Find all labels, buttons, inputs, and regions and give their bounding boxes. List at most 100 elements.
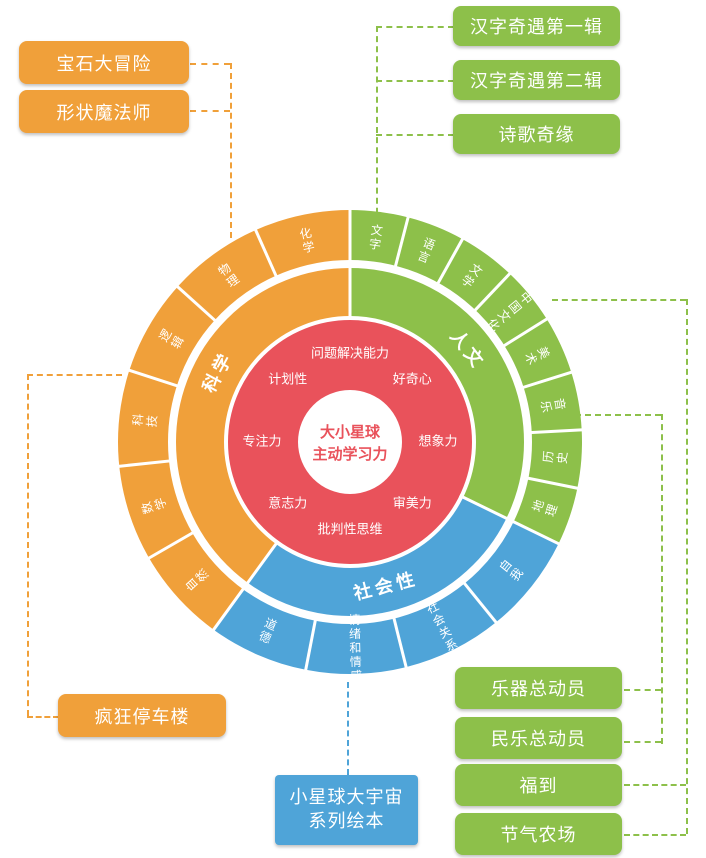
ability-label: 想象力	[418, 434, 457, 450]
svg-text:情: 情	[348, 613, 360, 627]
svg-text:乐: 乐	[538, 399, 554, 413]
subject-divider	[303, 618, 318, 672]
subject-divider	[253, 227, 279, 279]
subject-divider	[146, 530, 195, 561]
svg-text:德: 德	[257, 628, 274, 647]
ability-label: 意志力	[268, 496, 307, 512]
svg-text:字: 字	[368, 236, 382, 252]
center-hole	[298, 390, 402, 494]
subject-label: 道德	[257, 616, 279, 646]
connector-line	[230, 63, 232, 238]
svg-text:和: 和	[349, 641, 361, 655]
subject-label: 地理	[530, 498, 560, 518]
svg-text:系: 系	[443, 636, 460, 654]
svg-text:理: 理	[543, 503, 560, 519]
subject-divider	[126, 368, 180, 388]
connector-line	[190, 110, 230, 112]
ability-label: 批判性思维	[317, 523, 382, 538]
connector-line	[376, 134, 454, 136]
connector-line	[624, 784, 686, 786]
category-divider	[211, 539, 280, 633]
svg-text:技: 技	[145, 414, 160, 427]
svg-text:科: 科	[131, 413, 146, 426]
svg-text:学: 学	[301, 238, 316, 255]
svg-text:历: 历	[541, 450, 556, 463]
subject-label: 语言	[416, 235, 438, 265]
subject-label: 历史	[541, 450, 570, 464]
ability-label: 好奇心	[393, 371, 432, 387]
category-divider	[458, 494, 561, 546]
svg-text:音: 音	[552, 397, 569, 411]
center-title-line-2: 主动学习力	[312, 445, 387, 463]
subject-label: 化学	[298, 226, 316, 256]
subject-divider	[175, 284, 218, 323]
book-box-science-3[interactable]: 疯狂停车楼	[58, 694, 226, 737]
subject-divider	[501, 316, 550, 348]
connector-line	[376, 80, 454, 82]
svg-text:社: 社	[424, 598, 441, 617]
connector-line	[27, 374, 29, 716]
connector-line	[27, 374, 122, 376]
svg-text:绪: 绪	[349, 627, 361, 641]
series-line-1: 小星球大宇宙	[289, 787, 404, 808]
science-outer-ring	[117, 210, 351, 630]
subject-divider	[393, 215, 411, 269]
svg-text:数: 数	[138, 500, 156, 516]
subject-label: 文字	[368, 222, 384, 252]
book-box-science-2[interactable]: 形状魔法师	[19, 90, 189, 133]
ability-label: 计划性	[268, 372, 307, 387]
book-box-humanities-4[interactable]: 乐器总动员	[455, 667, 622, 709]
connector-line	[686, 299, 688, 834]
svg-text:道: 道	[262, 616, 279, 634]
book-box-humanities-7[interactable]: 节气农场	[455, 813, 622, 855]
book-box-humanities-6[interactable]: 福到	[455, 764, 622, 806]
connector-line	[624, 834, 686, 836]
subject-divider	[472, 271, 513, 313]
connector-line	[347, 682, 349, 775]
svg-text:文: 文	[370, 222, 384, 238]
subject-divider	[521, 370, 574, 390]
svg-text:地: 地	[530, 498, 547, 514]
center-title-line-1: 大小星球	[320, 423, 381, 441]
subject-label: 科技	[131, 413, 160, 428]
svg-text:语: 语	[421, 235, 437, 252]
connector-line	[575, 414, 661, 416]
subject-label: 数学	[138, 496, 169, 516]
svg-text:情: 情	[350, 655, 362, 669]
subject-label: 美术	[522, 344, 552, 367]
connector-line	[376, 26, 454, 28]
svg-text:美: 美	[535, 344, 553, 361]
book-box-science-1[interactable]: 宝石大冒险	[19, 41, 189, 84]
subject-divider	[462, 580, 499, 625]
svg-text:化: 化	[298, 226, 313, 242]
svg-text:术: 术	[522, 350, 540, 367]
connector-line	[624, 689, 661, 691]
subject-divider	[117, 459, 172, 468]
svg-text:学: 学	[151, 496, 169, 512]
ability-label: 审美力	[393, 497, 432, 512]
ability-label: 问题解决能力	[311, 347, 389, 362]
subject-divider	[526, 476, 580, 491]
book-box-humanities-2[interactable]: 汉字奇遇第二辑	[453, 60, 620, 100]
connector-line	[552, 299, 686, 301]
svg-text:感: 感	[350, 668, 362, 683]
subject-label: 音乐	[538, 397, 569, 414]
subject-divider	[529, 428, 584, 435]
subject-divider	[392, 616, 409, 670]
book-box-series[interactable]: 小星球大宇宙 系列绘本	[275, 775, 418, 845]
svg-text:言: 言	[416, 248, 432, 265]
book-box-humanities-3[interactable]: 诗歌奇缘	[453, 114, 620, 154]
connector-line	[624, 741, 661, 743]
connector-line	[27, 716, 59, 718]
science-category-ring	[178, 270, 350, 582]
subject-divider	[435, 236, 465, 286]
connector-line	[376, 26, 378, 234]
book-box-humanities-5[interactable]: 民乐总动员	[455, 717, 622, 759]
connector-line	[661, 414, 663, 744]
book-box-humanities-1[interactable]: 汉字奇遇第一辑	[453, 6, 620, 46]
svg-text:关: 关	[437, 624, 454, 642]
humanities-category-ring	[350, 270, 523, 518]
